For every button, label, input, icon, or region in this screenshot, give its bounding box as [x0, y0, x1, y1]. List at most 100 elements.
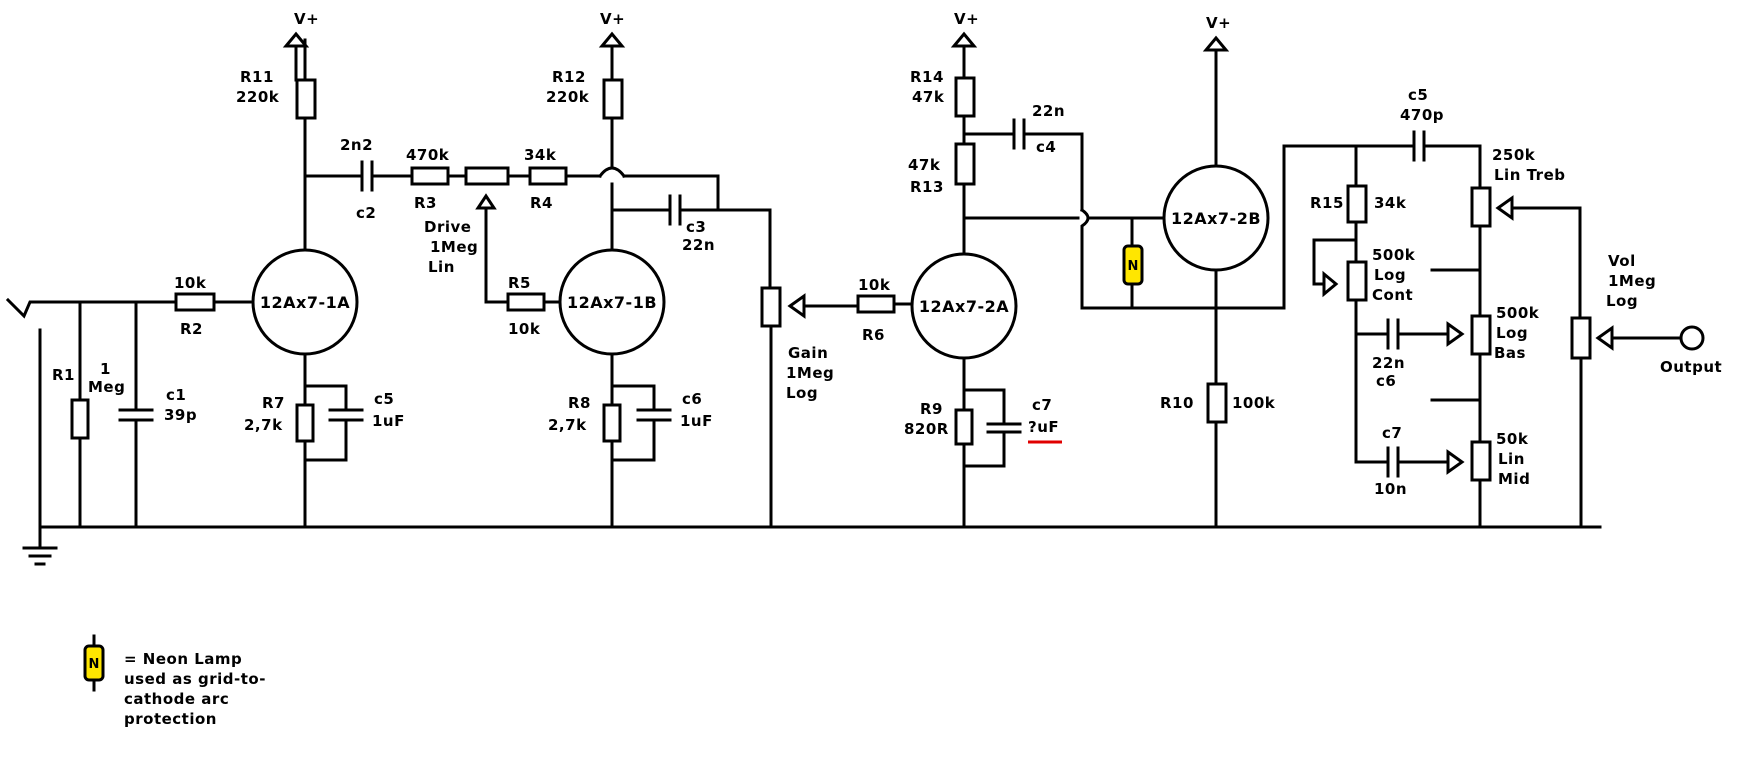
capacitor-c5b: c5 470p [1282, 86, 1482, 162]
gain-label-b: 1Meg [786, 364, 834, 382]
wire-tone-right-rail [1430, 144, 1482, 529]
tube-v1b-label: 12Ax7-1B [567, 293, 657, 312]
mid-label-b: Lin [1498, 450, 1525, 468]
contour-pot[interactable]: 500k Log Cont [1312, 238, 1416, 304]
volume-label-c: Log [1606, 292, 1638, 310]
c2-value: 2n2 [340, 136, 373, 154]
r13-value: 47k [908, 156, 941, 174]
r9-label: R9 [920, 400, 943, 418]
capacitor-c6b: 22n c6 [1372, 318, 1434, 390]
treble-label-b: Lin Treb [1494, 166, 1566, 184]
c2-label: c2 [356, 204, 376, 222]
c1-label: c1 [166, 386, 186, 404]
r1-value-a: 1 [100, 360, 111, 378]
r11-label: R11 [240, 68, 274, 86]
svg-text:V+: V+ [1206, 14, 1231, 32]
c5b-label: c5 [1408, 86, 1428, 104]
treble-label-a: 250k [1492, 146, 1536, 164]
wire-v1b-bypass [622, 174, 720, 212]
r3-value: 470k [406, 146, 450, 164]
gain-label-c: Log [786, 384, 818, 402]
volume-label-b: 1Meg [1608, 272, 1656, 290]
legend-line-1: = Neon Lamp [124, 650, 242, 668]
r15-label: R15 [1310, 194, 1344, 212]
capacitor-c3: c3 22n [610, 194, 772, 294]
resistor-r12: R12 220k [546, 68, 627, 252]
tube-v2b-label: 12Ax7-2B [1171, 209, 1261, 228]
c5a-label: c5 [374, 390, 394, 408]
mid-label-a: 50k [1496, 430, 1529, 448]
c6b-value: 22n [1372, 354, 1405, 372]
resistor-r5: R5 10k [506, 274, 562, 338]
resistor-r6: 10k R6 [856, 276, 914, 344]
treble-pot[interactable]: 250k Lin Treb [1470, 146, 1582, 320]
c3-value: 22n [682, 236, 715, 254]
r10-label: R10 [1160, 394, 1194, 412]
drive-label-a: Drive [424, 218, 471, 236]
resistor-r15: R15 34k [1310, 144, 1407, 264]
mid-label-c: Mid [1498, 470, 1530, 488]
mid-pot[interactable]: 50k Lin Mid [1430, 430, 1530, 488]
svg-text:V+: V+ [294, 10, 319, 28]
legend-line-2: used as grid-to- [124, 670, 266, 688]
resistor-r10: R10 100k [1160, 268, 1276, 529]
capacitor-c7b: c7 10n [1374, 424, 1434, 498]
contour-label-c: Cont [1372, 286, 1413, 304]
c7b-label: c7 [1382, 424, 1402, 442]
r12-value: 220k [546, 88, 590, 106]
c3-label: c3 [686, 218, 706, 236]
c4-label: c4 [1036, 138, 1056, 156]
resistor-r1: R1 1 Meg [52, 300, 125, 529]
cathode-v1a: R7 2,7k c5 1uF [244, 352, 404, 529]
contour-label-a: 500k [1372, 246, 1416, 264]
r4-value: 34k [524, 146, 557, 164]
legend-neon-symbol: N [89, 657, 100, 672]
r2-value: 10k [174, 274, 207, 292]
r11-value: 220k [236, 88, 280, 106]
r2-label: R2 [180, 320, 203, 338]
vplus-4: V+ [1202, 14, 1231, 168]
input-jack[interactable] [5, 297, 252, 319]
vplus-1: V+ [282, 10, 319, 82]
tube-v2b: 12Ax7-2B [1162, 164, 1270, 272]
c6b-label: c6 [1376, 372, 1396, 390]
r15-value: 34k [1374, 194, 1407, 212]
r3-label: R3 [414, 194, 437, 212]
gain-label-a: Gain [788, 344, 828, 362]
resistor-r2: 10k R2 [174, 274, 216, 338]
r10-value: 100k [1232, 394, 1276, 412]
c6a-label: c6 [682, 390, 702, 408]
bass-pot[interactable]: 500k Log Bas [1430, 304, 1540, 362]
r6-value: 10k [858, 276, 891, 294]
bass-label-a: 500k [1496, 304, 1540, 322]
r8-label: R8 [568, 394, 591, 412]
resistor-r14-r13: R14 47k 47k R13 [908, 68, 976, 256]
r4-label: R4 [530, 194, 553, 212]
drive-label-c: Lin [428, 258, 455, 276]
c6a-value: 1uF [680, 412, 713, 430]
bass-label-b: Log [1496, 324, 1528, 342]
drive-pot-wiper[interactable] [475, 193, 510, 304]
volume-pot[interactable]: Vol 1Meg Log [1570, 252, 1682, 529]
output-jack[interactable]: Output [1660, 325, 1722, 376]
r1-value-b: Meg [88, 378, 125, 396]
r6-label: R6 [862, 326, 885, 344]
ground-bus [22, 328, 1602, 566]
drive-label-b: 1Meg [430, 238, 478, 256]
contour-label-b: Log [1374, 266, 1406, 284]
cathode-v2a: R9 820R c7 ?uF [904, 356, 1062, 529]
r7-label: R7 [262, 394, 285, 412]
resistor-r11: R11 220k [236, 68, 317, 252]
c1-value: 39p [164, 406, 197, 424]
r5-label: R5 [508, 274, 531, 292]
capacitor-c1: c1 39p [118, 300, 197, 529]
svg-text:V+: V+ [600, 10, 625, 28]
r9-value: 820R [904, 420, 949, 438]
c7a-label: c7 [1032, 396, 1052, 414]
output-label: Output [1660, 358, 1722, 376]
gain-pot[interactable]: Gain 1Meg Log [760, 286, 860, 529]
tube-v1b: 12Ax7-1B [558, 248, 666, 356]
r7-value: 2,7k [244, 416, 283, 434]
neon-lamp: N [1122, 216, 1144, 310]
